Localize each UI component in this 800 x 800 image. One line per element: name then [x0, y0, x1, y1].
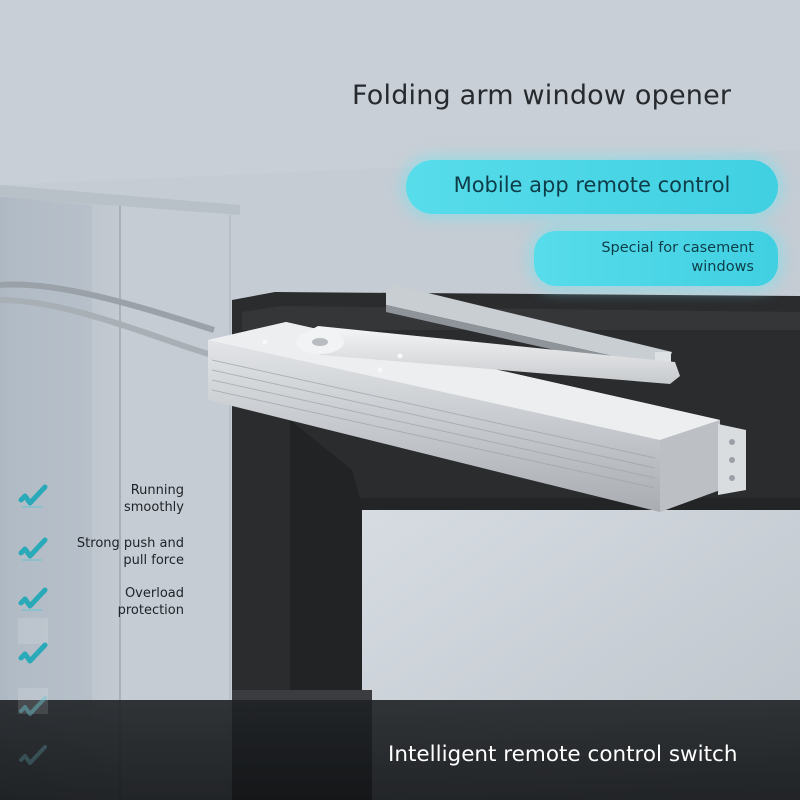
check-icon: [18, 537, 48, 561]
badge-casement-label: Special for casement windows: [601, 240, 754, 275]
feature-label: Running smoothly: [124, 483, 184, 515]
feature-label: Strong push and pull force: [76, 536, 184, 568]
footer-caption: Intelligent remote control switch: [388, 742, 738, 767]
check-icon: [18, 642, 48, 664]
check-reflection-icon: [19, 696, 47, 716]
badge-casement: Special for casement windows: [534, 231, 778, 286]
badge-mobile-app-label: Mobile app remote control: [453, 173, 731, 197]
feature-label: Overload protection: [117, 586, 184, 618]
check-reflection-icon: [19, 745, 47, 765]
check-icon: [18, 587, 48, 611]
check-icon: [18, 484, 48, 508]
page-title: Folding arm window opener: [352, 80, 732, 111]
badge-mobile-app: Mobile app remote control: [406, 160, 778, 214]
